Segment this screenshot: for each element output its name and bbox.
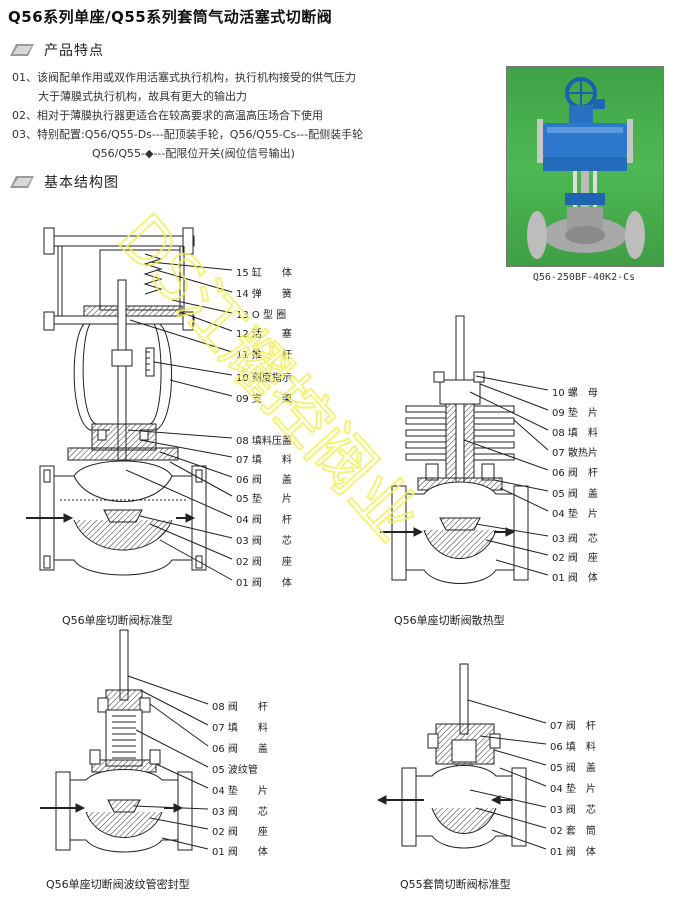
standard-part-13: 13 O 型 圈: [236, 310, 287, 321]
cage-part-05: 05 阀 盖: [550, 763, 596, 774]
standard-part-03: 03 阀 芯: [236, 536, 292, 547]
cage-part-01: 01 阀 体: [550, 847, 596, 858]
standard-part-12: 12 活 塞: [236, 329, 292, 340]
diagram-standard-drawing: [26, 227, 233, 581]
feature-line-5: Q56/Q55-◆---配限位开关(阀位信号输出): [92, 147, 295, 160]
caption-bellows: Q56单座切断阀波纹管密封型: [46, 878, 190, 891]
standard-part-15: 15 缸 体: [236, 268, 292, 279]
bellows-part-05: 05 波纹管: [212, 765, 258, 776]
bellows-part-06: 06 阀 盖: [212, 744, 268, 755]
valve-photo-illustration: [527, 77, 645, 259]
cage-part-02: 02 套 筒: [550, 826, 596, 837]
cage-part-04: 04 垫 片: [550, 784, 596, 795]
diagram-cooling-drawing: [380, 315, 549, 584]
cooling-part-03: 03 阀 芯: [552, 534, 598, 545]
bellows-part-08: 08 阀 杆: [212, 702, 268, 713]
feature-line-1: 01、该阀配单作用或双作用活塞式执行机构，执行机构接受的供气压力: [12, 71, 356, 84]
feature-line-3: 02、相对于薄膜执行器更适合在较高要求的高温高压场合下使用: [12, 109, 323, 122]
cage-part-03: 03 阀 芯: [550, 805, 596, 816]
cooling-part-08: 08 填 料: [552, 428, 598, 439]
feature-line-2: 大于薄膜式执行机构，故具有更大的输出力: [38, 90, 247, 103]
cooling-part-02: 02 阀 座: [552, 553, 598, 564]
structure-heading-bar: 基本结构图: [10, 173, 119, 191]
structure-heading: 基本结构图: [44, 175, 119, 191]
feature-line-4: 03、特别配置:Q56/Q55-Ds---配顶装手轮，Q56/Q55-Cs---…: [12, 128, 364, 141]
section-marker-icon: [10, 44, 34, 56]
standard-part-04: 04 阀 杆: [236, 515, 292, 526]
bellows-part-04: 04 垫 片: [212, 786, 268, 797]
cooling-part-04: 04 垫 片: [552, 509, 598, 520]
cooling-part-06: 06 阀 杆: [552, 468, 598, 479]
standard-part-07: 07 填 料: [236, 455, 292, 466]
caption-standard: Q56单座切断阀标准型: [62, 614, 173, 627]
product-photo: [506, 66, 664, 267]
standard-part-01: 01 阀 体: [236, 578, 292, 589]
diagram-bellows-drawing: [40, 629, 209, 853]
standard-part-11: 11 推 杆: [236, 350, 292, 361]
diagram-cage-drawing: [376, 663, 547, 850]
cooling-part-09: 09 垫 片: [552, 408, 598, 419]
photo-caption: Q56-250BF-40K2-Cs: [532, 272, 636, 283]
cooling-part-01: 01 阀 体: [552, 573, 598, 584]
features-heading: 产品特点: [44, 43, 104, 59]
cooling-part-10: 10 螺 母: [552, 388, 598, 399]
standard-part-09: 09 支 架: [236, 394, 292, 405]
cage-part-07: 07 阀 杆: [550, 721, 596, 732]
cooling-part-07: 07 散热片: [552, 448, 598, 459]
standard-part-14: 14 弹 簧: [236, 289, 292, 300]
caption-cage: Q55套筒切断阀标准型: [400, 878, 511, 891]
bellows-part-07: 07 填 料: [212, 723, 268, 734]
cooling-part-05: 05 阀 盖: [552, 489, 598, 500]
standard-part-06: 06 阀 盖: [236, 475, 292, 486]
bellows-part-02: 02 阀 座: [212, 827, 268, 838]
standard-part-05: 05 垫 片: [236, 494, 292, 505]
cage-part-06: 06 填 料: [550, 742, 596, 753]
standard-part-10: 10 刻度指示: [236, 373, 292, 384]
bellows-part-03: 03 阀 芯: [212, 807, 268, 818]
standard-part-02: 02 阀 座: [236, 557, 292, 568]
page-title: Q56系列单座/Q55系列套筒气动活塞式切断阀: [8, 8, 333, 26]
features-heading-bar: 产品特点: [10, 41, 104, 59]
caption-cooling: Q56单座切断阀散热型: [394, 614, 505, 627]
standard-part-08: 08 填料压盖: [236, 436, 292, 447]
bellows-part-01: 01 阀 体: [212, 847, 268, 858]
section-marker-icon: [10, 176, 34, 188]
